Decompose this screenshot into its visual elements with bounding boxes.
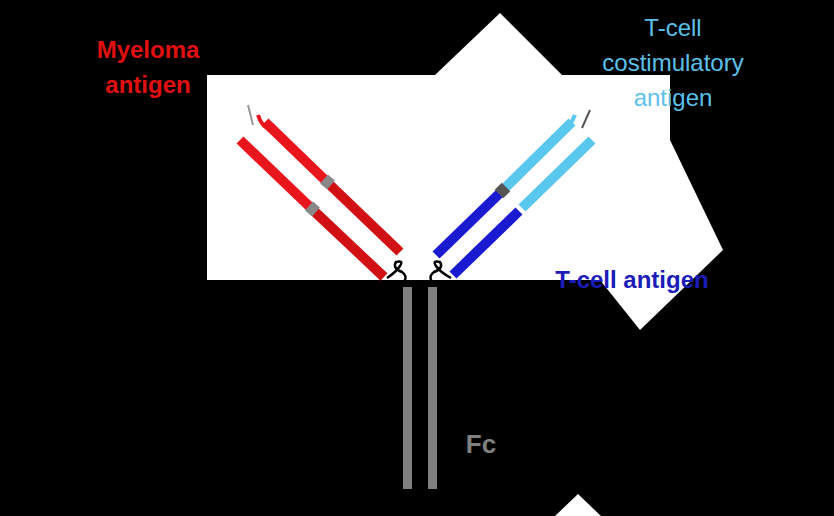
background-shape (435, 13, 562, 75)
background-shape (555, 494, 601, 516)
hinge (430, 262, 451, 283)
myeloma-binding-arm (240, 105, 400, 277)
hinge (387, 262, 406, 283)
t-cell-binding-arm (436, 110, 592, 275)
t-cell-label: T-cell antigen (555, 262, 708, 297)
fc-label: Fc (466, 427, 496, 462)
target-label: Myeloma antigen (83, 32, 213, 102)
fc-chain (428, 287, 437, 489)
background-panel (207, 75, 670, 280)
fc-chain (403, 287, 412, 489)
costim-label: T-cell costimulatory antigen (578, 10, 768, 115)
